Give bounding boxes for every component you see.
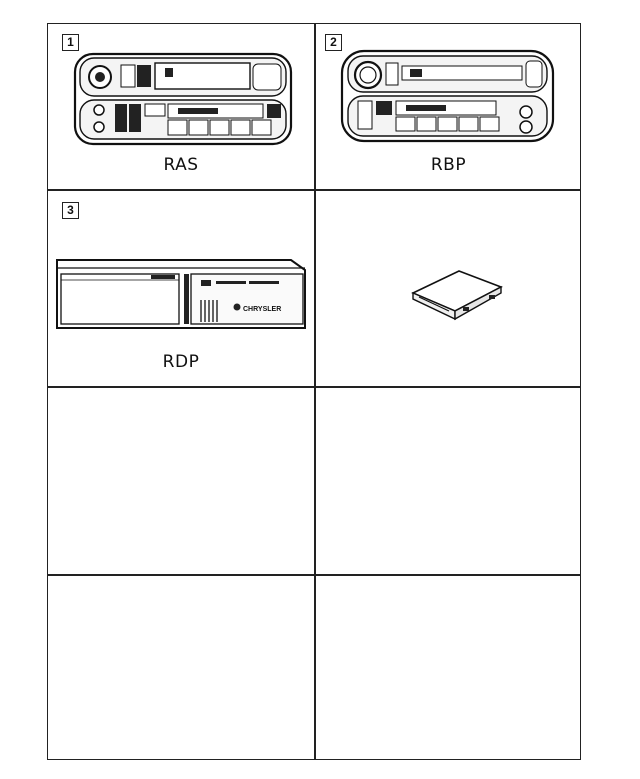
ras-radio-illustration bbox=[73, 52, 293, 146]
rdp-cd-changer-illustration: CHRYSLER bbox=[56, 259, 306, 329]
panel-number-1: 1 bbox=[62, 34, 79, 51]
panel-ras: 1 RAS bbox=[48, 24, 314, 189]
panel-module bbox=[315, 190, 582, 386]
panel-empty-8 bbox=[315, 575, 582, 761]
module-box-illustration bbox=[411, 270, 503, 321]
grid-divider-row-3 bbox=[48, 574, 580, 576]
grid-divider-row-2 bbox=[48, 386, 580, 388]
parts-illustration-grid: 1 RAS 2 bbox=[47, 23, 581, 760]
panel-empty-5 bbox=[48, 387, 314, 574]
panel-number-2: 2 bbox=[325, 34, 342, 51]
panel-number-3: 3 bbox=[62, 202, 79, 219]
rbp-radio-illustration bbox=[340, 49, 555, 143]
panel-label-rdp: RDP bbox=[162, 352, 200, 372]
panel-label-ras: RAS bbox=[163, 155, 199, 175]
grid-vertical-divider bbox=[314, 24, 316, 759]
panel-label-rbp: RBP bbox=[430, 155, 467, 175]
panel-rbp: 2 RBP bbox=[315, 24, 582, 189]
grid-divider-row-1 bbox=[48, 189, 580, 191]
rdp-brand-text: CHRYSLER bbox=[243, 306, 281, 313]
panel-empty-7 bbox=[48, 575, 314, 761]
panel-rdp: 3 CHRYSLER RDP bbox=[48, 190, 314, 386]
panel-empty-6 bbox=[315, 387, 582, 574]
